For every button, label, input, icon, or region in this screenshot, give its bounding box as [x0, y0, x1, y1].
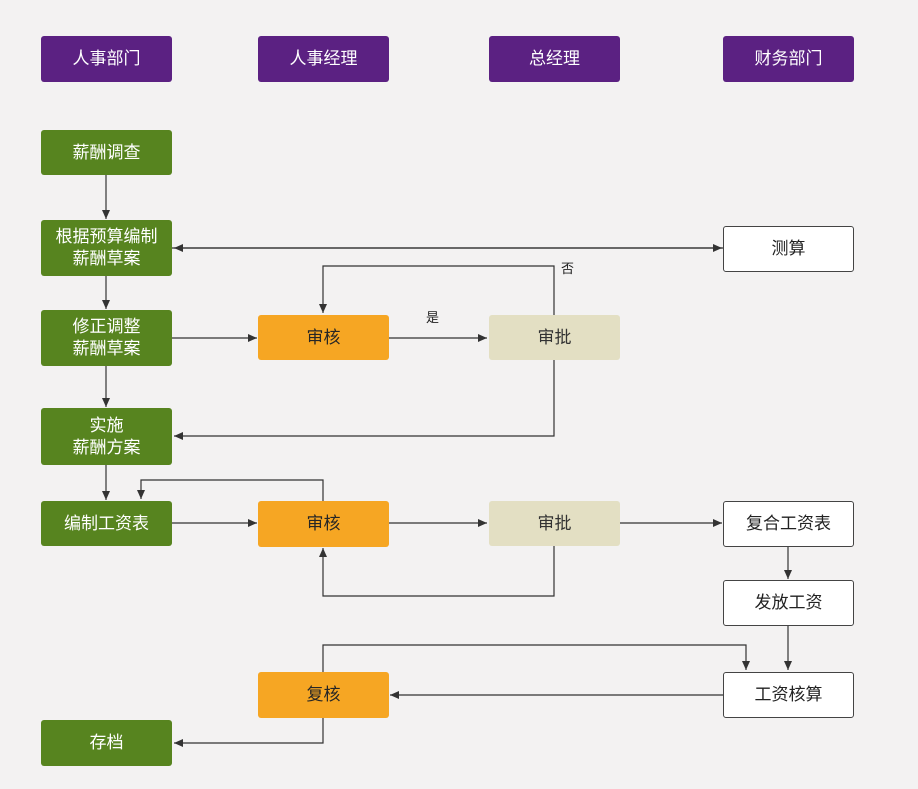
edge-label-no: 否: [561, 262, 575, 277]
lane-header-finance-dept: 财务部门: [723, 36, 854, 82]
node-estimate: 测算: [723, 226, 854, 272]
node-recheck-payroll: 复合工资表: [723, 501, 854, 547]
node-draft-by-budget: 根据预算编制 薪酬草案: [41, 220, 172, 276]
edge-recheck-to-archive: [174, 718, 324, 747]
node-pay-salary: 发放工资: [723, 580, 854, 626]
node-revise-draft: 修正调整 薪酬草案: [41, 310, 172, 366]
lane-header-hr-dept: 人事部门: [41, 36, 172, 82]
node-make-payroll: 编制工资表: [41, 501, 172, 546]
edge-approve1-to-implement: [174, 360, 555, 440]
node-review-1: 审核: [258, 315, 389, 360]
node-review-2: 审核: [258, 501, 389, 547]
edge-approve2-back-to-review2: [319, 546, 555, 597]
lane-header-hr-manager: 人事经理: [258, 36, 389, 82]
node-payroll-calc: 工资核算: [723, 672, 854, 718]
node-implement-plan: 实施 薪酬方案: [41, 408, 172, 465]
lane-header-general-manager: 总经理: [489, 36, 620, 82]
node-approve-2: 审批: [489, 501, 620, 546]
node-recheck: 复核: [258, 672, 389, 718]
edge-label-yes: 是: [426, 311, 440, 326]
node-archive: 存档: [41, 720, 172, 766]
edge-recheck-loop-to-calc: [322, 644, 750, 672]
node-approve-1: 审批: [489, 315, 620, 360]
edge-approve1-no: [319, 265, 555, 315]
node-salary-survey: 薪酬调查: [41, 130, 172, 175]
edge-review2-back-to-payroll: [137, 479, 324, 501]
